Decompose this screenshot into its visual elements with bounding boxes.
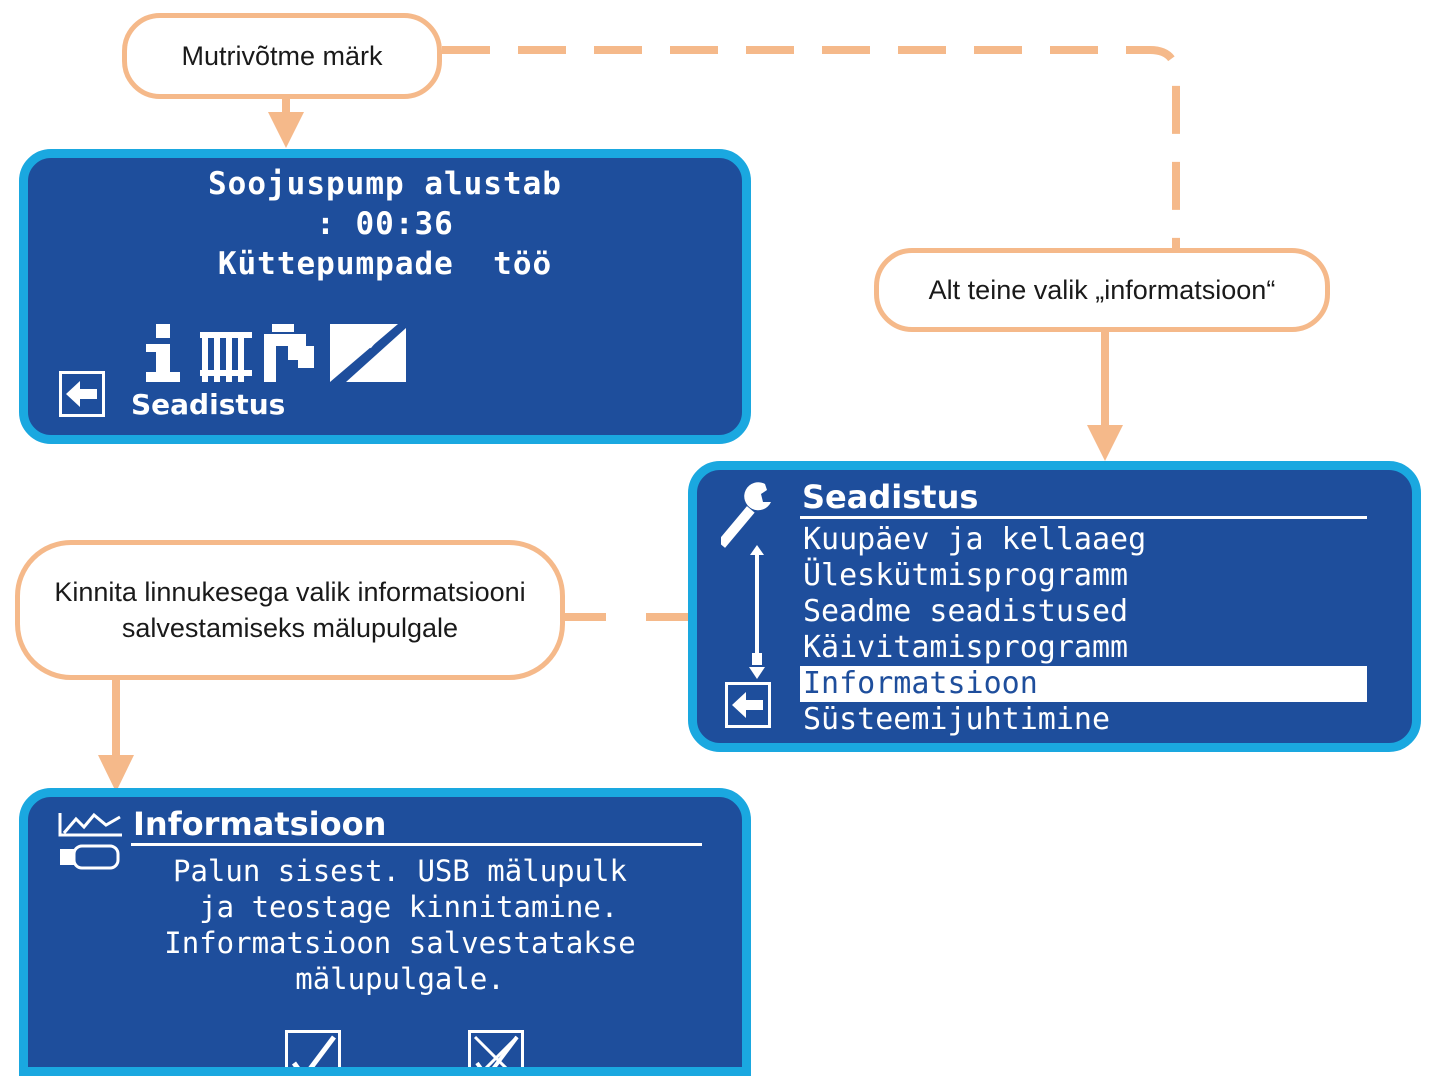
menu-item-startup-program[interactable]: Käivitamisprogramm — [803, 630, 1129, 665]
confirm-button[interactable] — [285, 1030, 341, 1067]
status-line: : 00:36 — [316, 206, 454, 242]
back-arrow-icon — [732, 692, 763, 718]
message-line: ja teostage kinnitamine. — [181, 890, 619, 924]
callout-alt-info: Alt teine valik „informatsioon“ — [874, 248, 1330, 332]
dashed-connector-top — [442, 46, 1180, 248]
usb-stick-icon — [60, 844, 120, 870]
info-icon[interactable] — [146, 324, 180, 382]
faucet-icon[interactable] — [264, 324, 314, 382]
back-button[interactable] — [59, 371, 105, 417]
callout-confirm-text: Kinnita linnukesega valik informatsiooni… — [54, 577, 526, 643]
arrow-head-top — [268, 112, 304, 148]
wrench-icon — [721, 482, 771, 548]
message-line: Palun sisest. USB mälupulk — [173, 854, 627, 888]
back-button[interactable] — [725, 682, 771, 728]
title-divider — [800, 516, 1367, 519]
information-message: Palun sisest. USB mälupulk ja teostage k… — [78, 853, 722, 997]
screen-information: Informatsioon Palun sisest. USB mälupulk… — [19, 788, 751, 1076]
cancel-checkbox-icon — [473, 1035, 519, 1067]
radiator-icon[interactable] — [200, 332, 252, 382]
status-line: Küttepumpade töö — [217, 246, 553, 282]
settings-label: Seadistus — [131, 388, 286, 421]
chart-icon — [58, 812, 122, 837]
startup-status-text: Soojuspump alustab : 00:36 Küttepumpade … — [28, 164, 742, 284]
settings-menu-list: Kuupäev ja kellaaeg Üleskütmisprogramm S… — [800, 522, 1367, 738]
checkmark-icon — [291, 1035, 336, 1067]
wrench-settings-icon[interactable] — [330, 324, 406, 382]
message-line: mälupulgale. — [295, 962, 505, 996]
message-line: Informatsioon salvestatakse — [164, 926, 636, 960]
callout-alt-info-text: Alt teine valik „informatsioon“ — [928, 275, 1276, 305]
menu-icon-row — [146, 324, 406, 382]
scroll-indicator-icon — [749, 545, 765, 679]
screen-settings-menu: Seadistus Kuupäev ja kellaaeg Üleskütmis… — [688, 461, 1421, 752]
callout-confirm: Kinnita linnukesega valik informatsiooni… — [15, 540, 565, 680]
menu-item-device-settings[interactable]: Seadme seadistused — [803, 594, 1129, 629]
callout-wrench-mark-text: Mutrivõtme märk — [181, 41, 383, 71]
menu-item-date-time[interactable]: Kuupäev ja kellaaeg — [803, 522, 1147, 557]
cancel-button[interactable] — [468, 1030, 524, 1067]
menu-item-system-control[interactable]: Süsteemijuhtimine — [803, 702, 1111, 737]
information-title: Informatsioon — [133, 805, 387, 843]
arrow-head-right — [1087, 425, 1123, 461]
status-line: Soojuspump alustab — [208, 166, 562, 202]
title-divider — [131, 843, 702, 846]
arrow-head-left — [98, 755, 134, 792]
back-arrow-icon — [66, 381, 97, 407]
screen-startup: Soojuspump alustab : 00:36 Küttepumpade … — [19, 149, 751, 444]
settings-title: Seadistus — [802, 478, 979, 516]
menu-item-information[interactable]: Informatsioon — [800, 666, 1367, 702]
menu-item-heatup-program[interactable]: Üleskütmisprogramm — [803, 558, 1129, 593]
callout-wrench-mark: Mutrivõtme märk — [122, 13, 442, 99]
